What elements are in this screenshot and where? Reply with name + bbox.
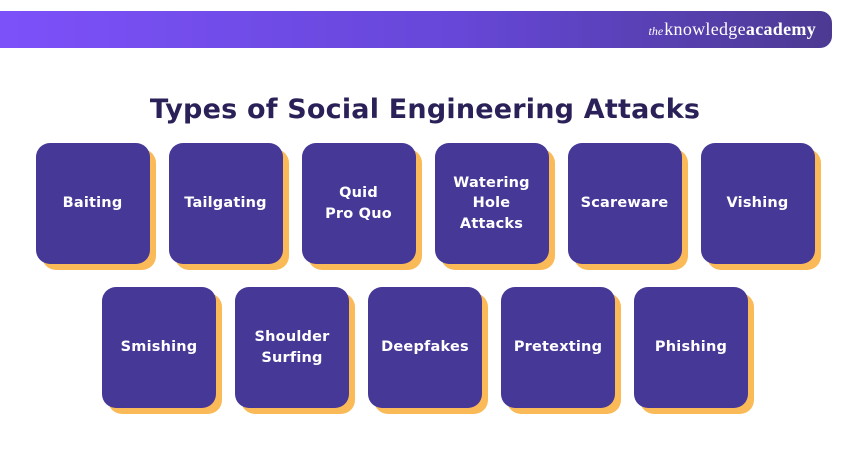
logo-academy: academy: [745, 19, 816, 39]
tile-label: Smishing: [120, 339, 198, 356]
knowledge-academy-logo: theknowledgeacademy: [649, 20, 816, 39]
tile-vishing: Vishing: [700, 143, 815, 264]
tile-label: Deepfakes: [381, 339, 469, 356]
tile-quid-pro-quo: Quid Pro Quo: [301, 143, 416, 264]
tile-label: Tailgating: [184, 195, 267, 212]
logo-knowledge: knowledge: [664, 19, 746, 39]
tile-tailgating: Tailgating: [168, 143, 283, 264]
tile-label: Shoulder Surfing: [254, 329, 330, 366]
tile-row-1: Baiting Tailgating Quid Pro Quo Watering…: [0, 143, 850, 264]
tile-label: Vishing: [726, 195, 789, 212]
tile-smishing: Smishing: [102, 287, 216, 408]
tile-deepfakes: Deepfakes: [368, 287, 482, 408]
tile-label: Phishing: [654, 339, 728, 356]
tile-scareware: Scareware: [567, 143, 682, 264]
tile-label: Watering Hole Attacks: [453, 175, 530, 232]
tile-row-2: Smishing Shoulder Surfing Deepfakes Pret…: [0, 287, 850, 408]
tile-baiting: Baiting: [35, 143, 150, 264]
tile-watering-hole-attacks: Watering Hole Attacks: [434, 143, 549, 264]
logo-the: the: [648, 24, 664, 38]
tile-label: Pretexting: [513, 339, 603, 356]
tile-label: Scareware: [580, 195, 669, 212]
attack-types-grid: Baiting Tailgating Quid Pro Quo Watering…: [0, 143, 850, 408]
tile-pretexting: Pretexting: [501, 287, 615, 408]
tile-label: Baiting: [62, 195, 123, 212]
header-bar: theknowledgeacademy: [0, 11, 832, 48]
page-title: Types of Social Engineering Attacks: [149, 94, 701, 126]
tile-shoulder-surfing: Shoulder Surfing: [235, 287, 349, 408]
tile-label: Quid Pro Quo: [325, 185, 392, 222]
tile-phishing: Phishing: [634, 287, 748, 408]
